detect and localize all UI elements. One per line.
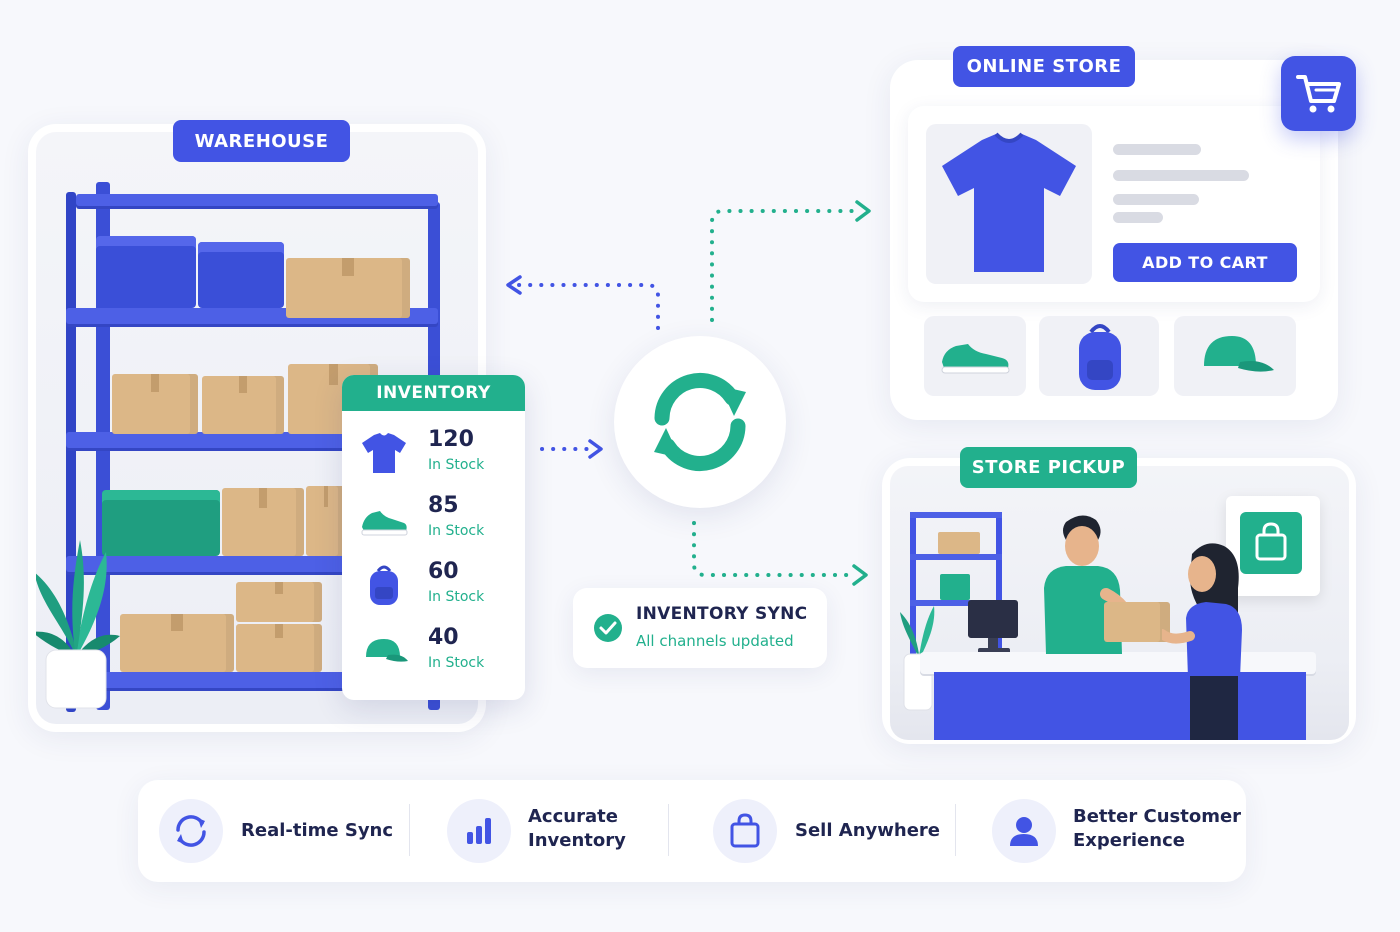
sync-status-title: INVENTORY SYNC <box>636 604 808 624</box>
stock-count: 40 <box>428 625 459 650</box>
placeholder-line <box>1113 170 1249 181</box>
placeholder-line <box>1113 212 1163 223</box>
inventory-title: INVENTORY <box>342 375 525 411</box>
cardboard-box <box>286 258 410 318</box>
feature-label: Better Customer Experience <box>1073 806 1242 851</box>
store-sign <box>1226 496 1320 596</box>
stock-status: In Stock <box>428 655 485 671</box>
product-image <box>926 124 1092 284</box>
feature-separator <box>409 804 410 856</box>
feature-bar <box>138 780 1246 882</box>
cap-icon <box>366 639 408 662</box>
checkout-counter-front <box>934 672 1306 740</box>
feature-label: Sell Anywhere <box>795 820 940 841</box>
shopping-bag-icon <box>730 813 760 848</box>
stock-count: 85 <box>428 493 459 518</box>
feature-label: Accurate Inventory <box>528 806 626 851</box>
warehouse-label: WAREHOUSE <box>173 120 350 162</box>
backpack-icon <box>1079 324 1121 390</box>
cardboard-box <box>202 376 284 434</box>
placeholder-line <box>1113 194 1199 205</box>
cardboard-box <box>120 614 234 672</box>
check-circle-icon <box>594 614 622 642</box>
backpack-icon <box>370 565 398 605</box>
customer-person <box>1162 543 1242 740</box>
feature-icon-circle <box>713 799 777 863</box>
stock-status: In Stock <box>428 589 485 605</box>
stock-status: In Stock <box>428 523 485 539</box>
inventory-row: 40 In Stock <box>358 625 518 685</box>
cap-icon <box>1204 336 1274 372</box>
inventory-panel: INVENTORY 120 In Stock 85 In Stock 60 In… <box>342 375 525 700</box>
sync-status-subtitle: All channels updated <box>636 632 794 650</box>
cardboard-box <box>236 582 322 622</box>
arrow-to-warehouse <box>512 283 660 330</box>
placeholder-line <box>1113 144 1201 155</box>
sneaker-icon <box>361 511 408 536</box>
stock-count: 60 <box>428 559 459 584</box>
shelf-board <box>76 194 438 206</box>
tshirt-icon <box>362 433 406 473</box>
cardboard-box <box>306 486 346 556</box>
cart-button[interactable] <box>1281 56 1356 131</box>
add-to-cart-button[interactable]: ADD TO CART <box>1113 243 1297 282</box>
feature-separator <box>955 804 956 856</box>
product-thumbnail[interactable] <box>924 316 1026 396</box>
arrow-to-store-pickup <box>692 521 858 577</box>
monitor-icon <box>968 600 1018 654</box>
store-shelf <box>910 512 1002 662</box>
feature-icon-circle <box>159 799 223 863</box>
stock-count: 120 <box>428 427 474 452</box>
feature-icon-circle <box>992 799 1056 863</box>
arrow-to-online-store <box>710 209 860 322</box>
inventory-row: 60 In Stock <box>358 559 518 619</box>
cardboard-box <box>236 624 322 672</box>
stock-status: In Stock <box>428 457 485 473</box>
sync-icon <box>176 815 206 847</box>
online-store-label: ONLINE STORE <box>953 46 1135 87</box>
shopping-bag-icon <box>1255 522 1287 561</box>
store-pickup-label: STORE PICKUP <box>960 447 1137 488</box>
arrow-head <box>588 439 603 459</box>
storage-bin <box>198 242 284 308</box>
product-thumbnail[interactable] <box>1039 316 1159 396</box>
sync-icon <box>654 373 746 471</box>
store-pickup-scene <box>890 466 1349 740</box>
inventory-row: 120 In Stock <box>358 427 518 487</box>
potted-plant-icon <box>36 540 120 709</box>
shelf-post <box>66 192 76 712</box>
product-thumbnail[interactable] <box>1174 316 1296 396</box>
storage-bin <box>102 490 220 556</box>
arrow-head <box>855 200 871 222</box>
cart-icon <box>1295 74 1341 112</box>
feature-icon-circle <box>447 799 511 863</box>
package-box <box>1104 602 1170 642</box>
cardboard-box <box>222 488 304 556</box>
bar-chart-icon <box>467 818 491 844</box>
arrow-head <box>506 275 522 295</box>
sync-hub <box>614 336 786 508</box>
sneaker-icon <box>941 344 1010 374</box>
feature-label: Real-time Sync <box>241 820 394 841</box>
tshirt-icon <box>942 132 1076 272</box>
storage-bin <box>96 236 196 308</box>
sync-status-card: INVENTORY SYNC All channels updated <box>573 588 827 668</box>
feature-separator <box>668 804 669 856</box>
user-icon <box>1010 817 1038 846</box>
inventory-row: 85 In Stock <box>358 493 518 553</box>
arrow-head <box>852 564 868 586</box>
cardboard-box <box>112 374 198 434</box>
